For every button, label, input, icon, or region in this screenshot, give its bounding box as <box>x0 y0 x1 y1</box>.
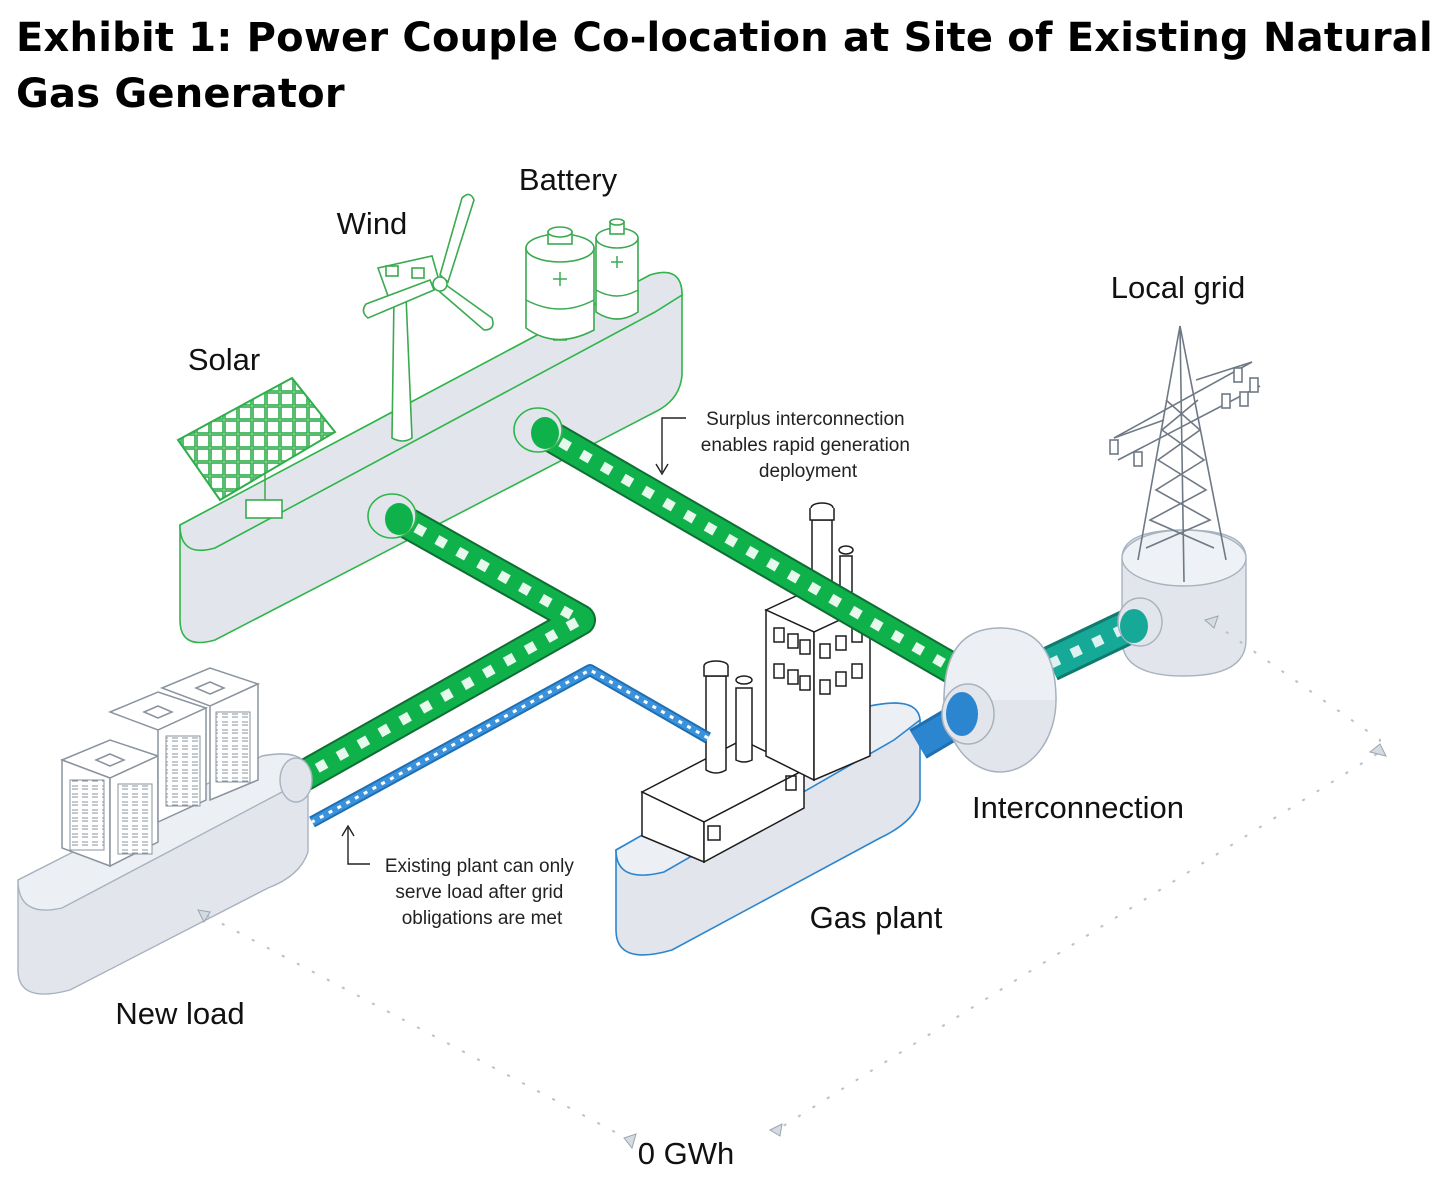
gas-to-load-pipe <box>309 664 711 828</box>
interconnection-node <box>941 627 1057 773</box>
surplus-annotation-line-2: enables rapid generation <box>701 435 910 456</box>
existing-annotation-leader <box>341 824 370 865</box>
grid-to-load-dashed-flow <box>197 615 1387 1150</box>
solar-panel-icon <box>176 376 337 519</box>
data-center-icon <box>59 667 261 868</box>
surplus-annotation-line-3: deployment <box>759 461 858 482</box>
page-title: Exhibit 1: Power Couple Co-location at S… <box>16 15 1433 117</box>
label-battery: Battery <box>519 162 618 197</box>
renewable-to-load-pipe <box>292 502 596 792</box>
existing-annotation-line-2: serve load after grid <box>395 882 563 903</box>
existing-annotation: Existing plant can only serve load after… <box>385 856 579 929</box>
pipe-collars <box>279 407 1163 803</box>
existing-annotation-line-1: Existing plant can only <box>385 856 575 877</box>
label-wind: Wind <box>337 206 408 241</box>
gas-plant-building-icon <box>640 502 872 864</box>
transmission-tower-icon <box>1109 325 1261 583</box>
label-new-load: New load <box>115 996 244 1031</box>
surplus-annotation-line-1: Surplus interconnection <box>706 409 905 430</box>
existing-annotation-line-3: obligations are met <box>402 908 563 929</box>
label-gas-plant: Gas plant <box>810 900 943 935</box>
surplus-annotation-leader <box>655 417 686 476</box>
renewable-to-interconnection-pipe <box>524 414 971 686</box>
label-solar: Solar <box>188 342 260 377</box>
wind-turbine-icon <box>362 193 494 442</box>
renewable-platform <box>179 271 683 644</box>
label-local-grid: Local grid <box>1111 270 1245 305</box>
surplus-annotation: Surplus interconnection enables rapid ge… <box>701 409 915 482</box>
battery-icon <box>525 218 639 341</box>
label-grid-to-load-value: 0 GWh <box>638 1136 734 1171</box>
label-interconnection: Interconnection <box>972 790 1184 825</box>
